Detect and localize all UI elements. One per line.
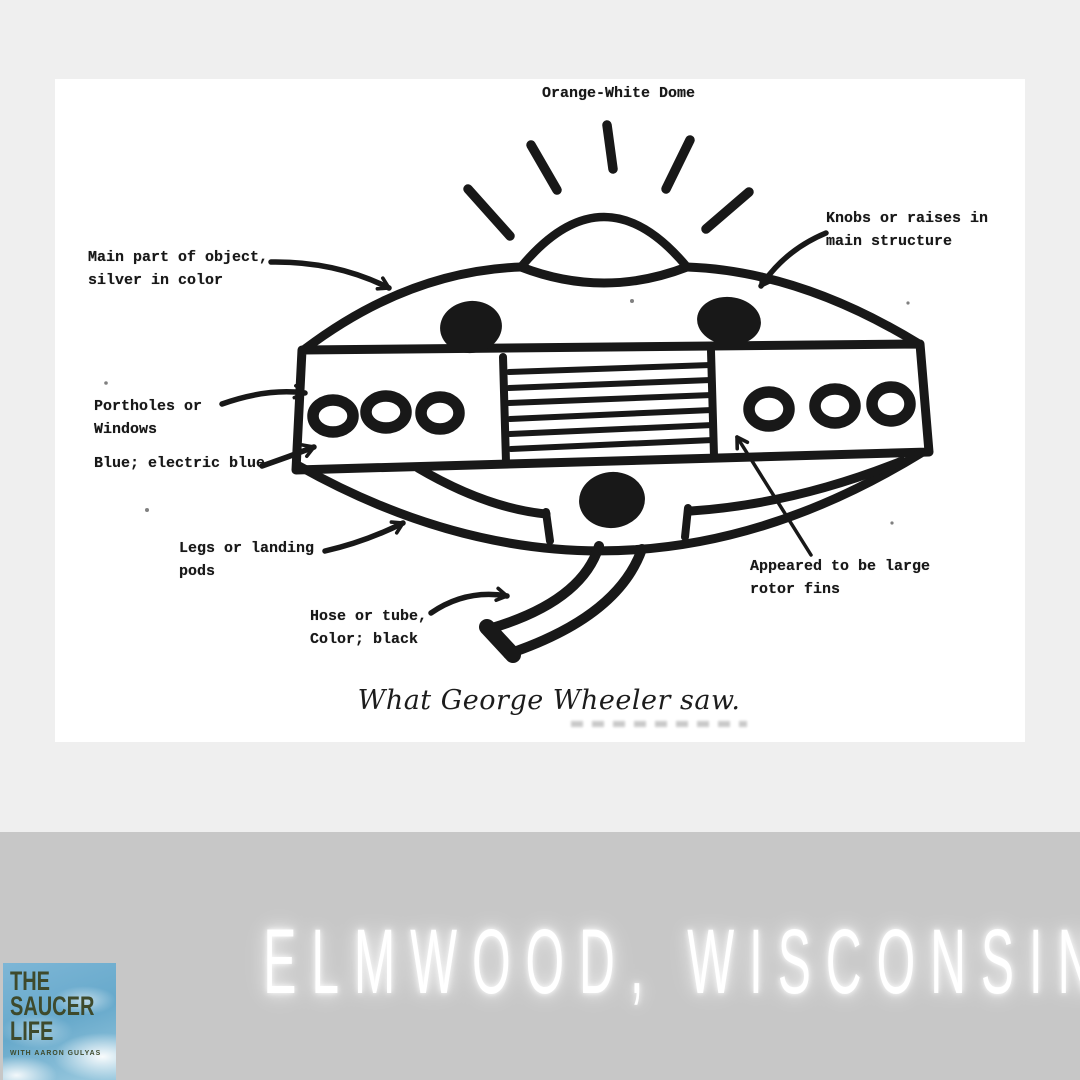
- label-orange-white-dome: Orange-White Dome: [542, 85, 696, 102]
- scan-specks: [104, 299, 910, 525]
- podcast-logo: THE SAUCER LIFE WITH AARON GULYAS: [3, 963, 116, 1080]
- arrow-blue: [259, 443, 317, 469]
- logo-word-the: THE: [10, 966, 50, 996]
- diagram-caption: What George Wheeler saw.: [357, 685, 741, 716]
- arrow-portholes: [219, 383, 308, 407]
- arrow-main-part: [268, 259, 392, 291]
- bottom-pod: [579, 471, 645, 529]
- arrow-knobs: [758, 230, 829, 289]
- hose-tube: [479, 541, 647, 663]
- ufo-sketch-drawing: [104, 120, 934, 663]
- logo-wordmark: THE SAUCER LIFE: [10, 966, 95, 1046]
- label-hose: Hose or tube, Color; black: [310, 608, 428, 648]
- label-portholes: Portholes or Windows: [94, 398, 203, 438]
- saucer-upper-hull: [300, 262, 924, 354]
- label-knobs: Knobs or raises in main structure: [826, 210, 989, 250]
- portholes: [307, 381, 916, 438]
- rotor-fin-stripes: [506, 362, 716, 452]
- landing-skirt: [294, 448, 926, 556]
- logo-word-saucer: SAUCER: [10, 991, 95, 1021]
- episode-banner: ELMWOOD, WISCONSIN: [0, 832, 1080, 1080]
- knobs: [440, 296, 761, 354]
- logo-subtitle: WITH AARON GULYAS: [10, 1048, 102, 1057]
- saucer-dome: [516, 212, 692, 272]
- label-rotor-fins: Appeared to be large rotor fins: [750, 558, 931, 598]
- arrow-hose: [428, 586, 510, 616]
- artwork-panel: Orange-White Dome Knobs or raises in mai…: [55, 79, 1025, 742]
- arrow-rotor-fins: [735, 435, 813, 557]
- saucer-band: [291, 339, 934, 475]
- cropped-print-line: [571, 721, 747, 727]
- label-legs: Legs or landing pods: [179, 540, 315, 580]
- arrow-legs: [322, 520, 406, 554]
- logo-word-life: LIFE: [10, 1016, 54, 1046]
- label-blue: Blue; electric blue: [94, 455, 266, 472]
- label-main-part: Main part of object, silver in color: [88, 249, 269, 289]
- dome-rays-icon: [463, 120, 754, 241]
- episode-title: ELMWOOD, WISCONSIN: [263, 911, 1080, 1013]
- callout-arrows: [219, 230, 829, 616]
